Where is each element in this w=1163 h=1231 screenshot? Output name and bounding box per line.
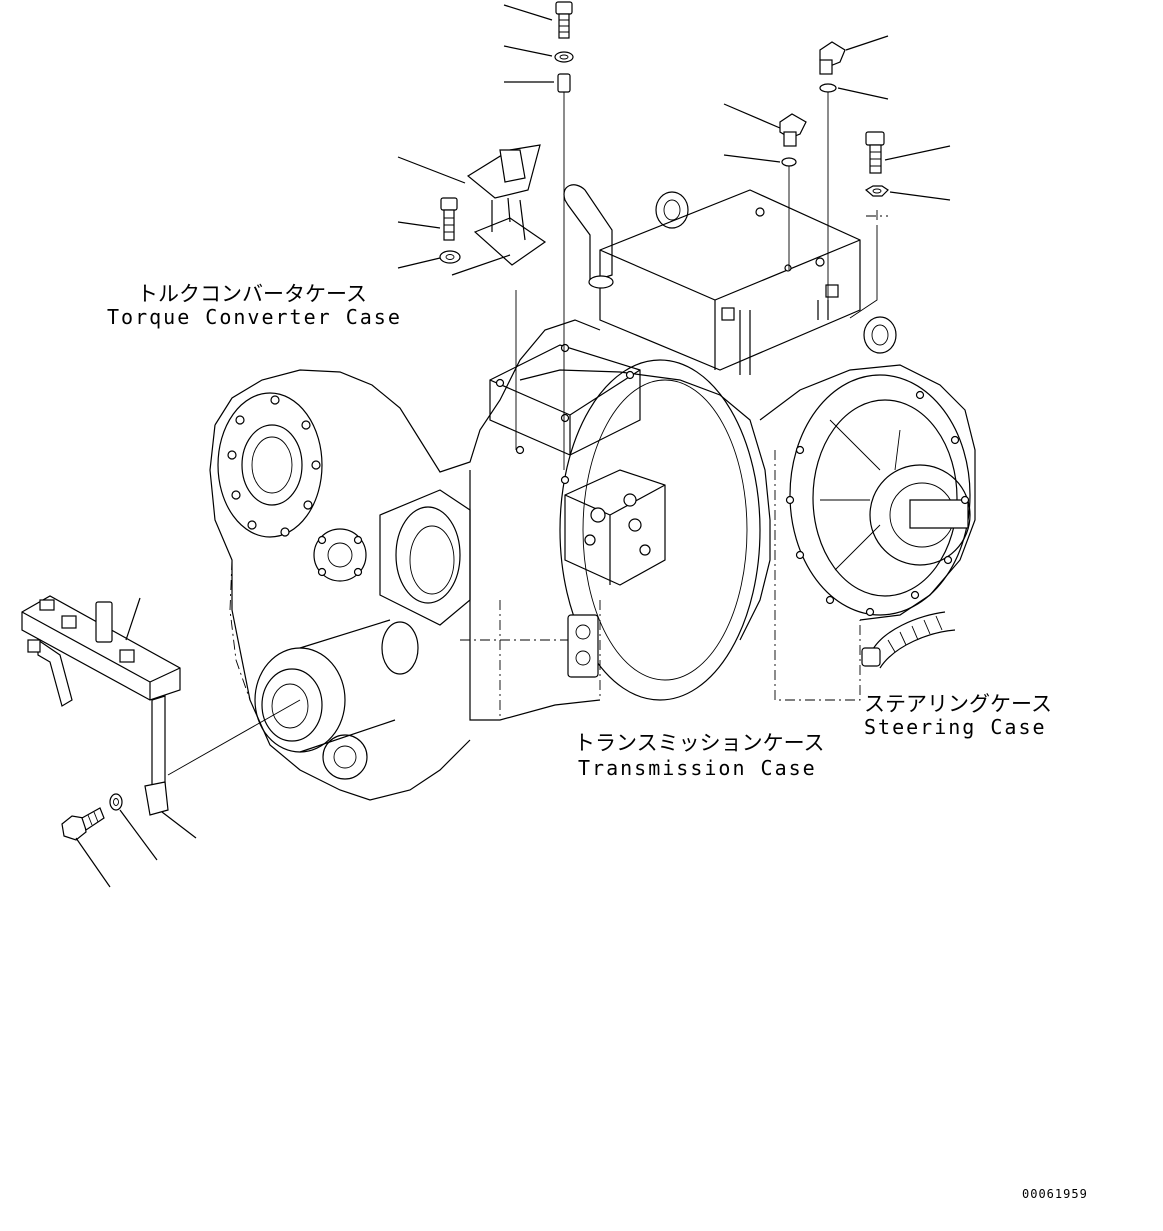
exploded-parts xyxy=(21,1,951,888)
steering-case-label-en: Steering Case xyxy=(864,715,1047,739)
torque-converter-label-en: Torque Converter Case xyxy=(107,305,402,329)
steering-case-label-jp: ステアリングケース xyxy=(864,692,1052,716)
transmission-case-label-en: Transmission Case xyxy=(578,756,817,780)
torque-converter-label-jp: トルクコンバータケース xyxy=(137,282,367,306)
housing-assembly xyxy=(209,184,976,801)
drawing-code: 00061959 xyxy=(1022,1187,1088,1201)
transmission-case-label-jp: トランスミッションケース xyxy=(574,731,825,755)
flange-bolts xyxy=(227,395,321,537)
